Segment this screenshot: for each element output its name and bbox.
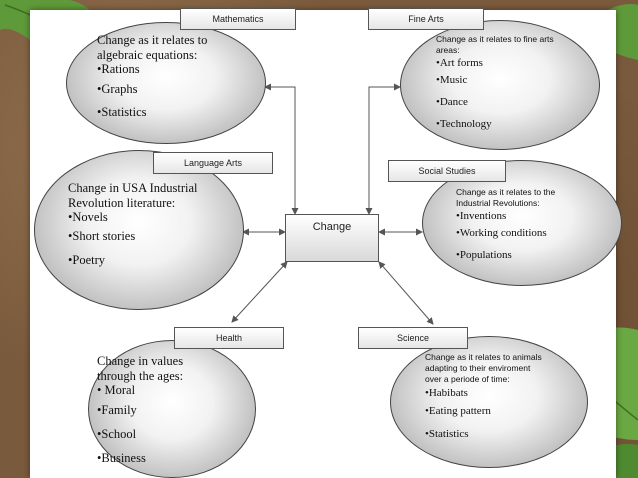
mathematics-bubble <box>66 22 266 144</box>
heading-line: Change as it relates to <box>97 33 208 47</box>
list-item: •Eating pattern <box>425 405 491 417</box>
list-item: •Technology <box>436 118 492 130</box>
science-bubble <box>390 336 588 468</box>
list-item: • Moral <box>97 383 136 397</box>
heading-line: Change in USA Industrial <box>68 181 198 195</box>
list-item: •Populations <box>456 249 512 261</box>
fine-arts-title: Fine Arts <box>368 8 484 30</box>
heading-line: areas: <box>436 45 460 55</box>
list-item: •Working conditions <box>456 227 547 239</box>
mathematics-heading: Change as it relates to algebraic equati… <box>97 33 207 63</box>
fine-arts-heading: Change as it relates to fine arts areas: <box>436 34 554 56</box>
connector-fine-arts <box>365 83 401 215</box>
language-arts-title: Language Arts <box>153 152 273 174</box>
language-arts-bubble <box>34 150 244 310</box>
heading-line: Change in values <box>97 354 184 368</box>
list-item: •Statistics <box>425 428 469 440</box>
heading-line: Revolution literature: <box>68 196 176 210</box>
science-title: Science <box>358 327 468 349</box>
health-heading: Change in values through the ages: <box>97 354 183 384</box>
list-item: •Statistics <box>97 105 147 119</box>
language-arts-heading: Change in USA Industrial Revolution lite… <box>68 181 198 211</box>
health-title: Health <box>174 327 284 349</box>
heading-line: through the ages: <box>97 369 184 383</box>
connector-health <box>231 261 288 323</box>
list-item: •Music <box>436 74 468 86</box>
list-item: •Novels <box>68 210 108 224</box>
list-item: •Family <box>97 403 137 417</box>
list-item: •School <box>97 427 137 441</box>
list-item: •Inventions <box>456 210 507 222</box>
heading-line: Industrial Revolutions: <box>456 198 540 208</box>
social-studies-heading: Change as it relates to the Industrial R… <box>456 187 555 209</box>
heading-line: algebraic equations: <box>97 48 198 62</box>
list-item: •Business <box>97 451 146 465</box>
heading-line: Change as it relates to fine arts <box>436 34 554 44</box>
center-node: Change <box>285 214 379 262</box>
connector-mathematics <box>264 83 299 215</box>
list-item: •Dance <box>436 96 468 108</box>
heading-line: Change as it relates to animals <box>425 352 542 362</box>
mathematics-title: Mathematics <box>180 8 296 30</box>
list-item: •Rations <box>97 62 140 76</box>
list-item: •Short stories <box>68 229 136 243</box>
list-item: •Art forms <box>436 57 483 69</box>
list-item: •Habibats <box>425 387 468 399</box>
list-item: •Poetry <box>68 253 106 267</box>
social-studies-title: Social Studies <box>388 160 506 182</box>
health-bubble <box>88 340 256 478</box>
list-item: •Graphs <box>97 82 138 96</box>
connector-science <box>378 261 434 325</box>
heading-line: over a periode of time: <box>425 374 510 384</box>
science-heading: Change as it relates to animals adapting… <box>425 352 542 385</box>
heading-line: adapting to their enviroment <box>425 363 531 373</box>
heading-line: Change as it relates to the <box>456 187 556 197</box>
fine-arts-bubble <box>400 20 600 150</box>
